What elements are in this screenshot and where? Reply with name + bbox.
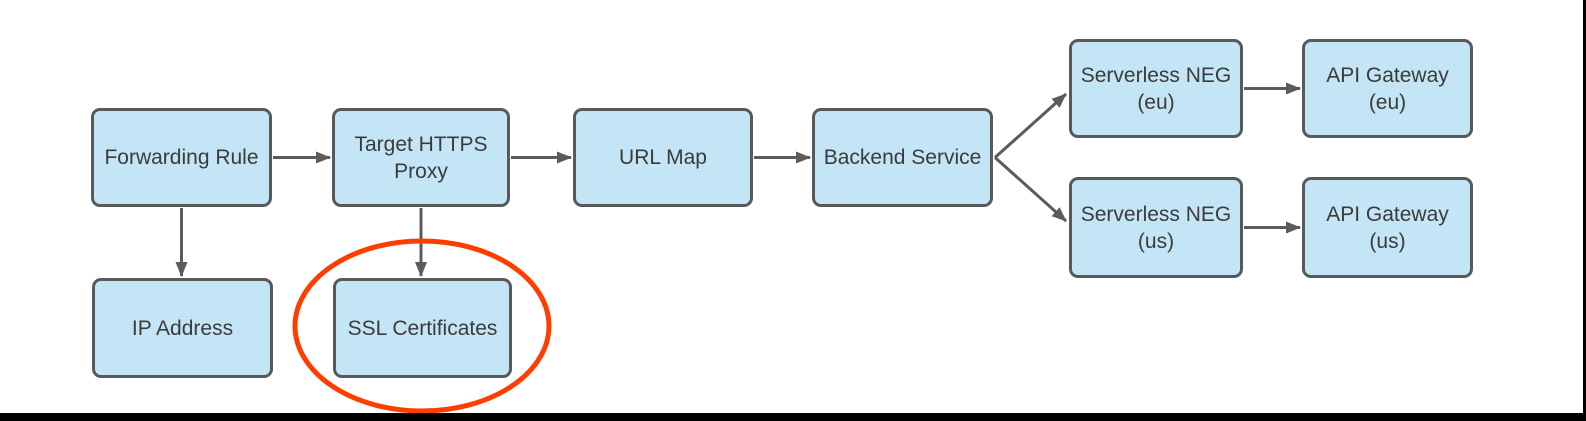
node-label: (us): [1369, 229, 1406, 253]
node-label: (us): [1137, 229, 1175, 253]
screenshot-bottom-edge: [0, 413, 1586, 421]
node-forwarding-rule: Forwarding Rule: [91, 108, 272, 207]
node-serverless-neg-eu: Serverless NEG (eu): [1069, 39, 1243, 138]
node-label: API Gateway: [1326, 202, 1449, 226]
node-label: Serverless NEG: [1080, 202, 1232, 226]
node-ip-address: IP Address: [92, 278, 273, 378]
node-target-https-proxy: Target HTTPS Proxy: [332, 108, 510, 207]
node-label: (eu): [1137, 90, 1175, 114]
node-label: Backend Service: [823, 146, 982, 169]
node-label: (eu): [1368, 90, 1407, 114]
node-label: Forwarding Rule: [104, 146, 259, 169]
node-ssl-certificates: SSL Certificates: [333, 278, 512, 378]
ssl-certificates-highlight-ellipse: [292, 238, 552, 414]
node-label: SSL Certificates: [347, 316, 498, 340]
screenshot-right-edge: [1583, 0, 1586, 421]
node-label: Serverless NEG: [1080, 63, 1232, 87]
node-label: Proxy: [394, 159, 448, 183]
node-label: Target HTTPS: [354, 132, 488, 156]
node-url-map: URL Map: [573, 108, 753, 207]
node-label: IP Address: [131, 316, 234, 340]
arrow-backend-service-to-serverless-neg-us: [994, 156, 1067, 223]
node-api-gateway-eu: API Gateway (eu): [1302, 39, 1473, 138]
node-api-gateway-us: API Gateway (us): [1302, 177, 1473, 278]
node-label: API Gateway: [1326, 63, 1449, 87]
arrow-backend-service-to-serverless-neg-eu: [994, 92, 1067, 159]
node-serverless-neg-us: Serverless NEG (us): [1069, 177, 1243, 278]
node-label: URL Map: [619, 146, 707, 169]
node-backend-service: Backend Service: [812, 108, 993, 207]
